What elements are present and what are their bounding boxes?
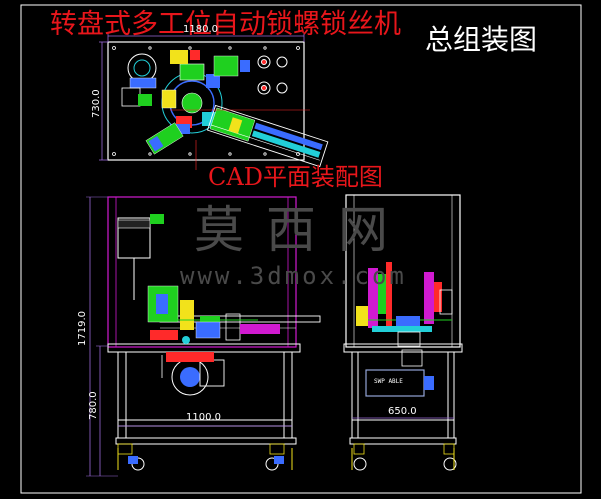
front-casters: [117, 443, 293, 471]
plan-screw-feeder-arm: [206, 104, 329, 168]
plan-reels: [257, 55, 288, 95]
side-casters: [351, 443, 457, 471]
front-mechanism: [147, 285, 280, 344]
front-enclosure-frame: [107, 196, 297, 348]
table-height-dimension: 780.0: [88, 391, 99, 420]
sheet-border: [20, 4, 582, 494]
watermark-brand: 莫西网: [194, 201, 410, 259]
plan-feeder-bowl: [121, 53, 157, 107]
front-tabletop: [107, 343, 301, 353]
front-width-dimension: 1100.0: [186, 412, 221, 423]
plan-depth-dimension: 730.0: [91, 89, 102, 118]
side-view: [343, 194, 463, 471]
plan-top-fixture: [170, 50, 250, 77]
side-mechanism: [356, 262, 453, 347]
front-height-dimension: 1719.0: [77, 311, 88, 346]
side-table-frame: [349, 352, 457, 445]
side-motor: [365, 349, 434, 397]
plan-width-dimension: 1180.0: [183, 24, 218, 35]
plan-mounting-holes: [112, 46, 300, 156]
plan-lower-fixture: [145, 122, 184, 155]
plan-view-label: CAD平面装配图: [208, 163, 383, 191]
watermark-url: www.3dmox.com: [180, 262, 407, 290]
assembly-drawing-label: 总组装图: [425, 23, 538, 56]
motor-tag-label: SWP ABLE: [374, 378, 403, 385]
side-enclosure-frame: [345, 194, 461, 348]
plan-view: [99, 33, 329, 170]
front-view: [86, 196, 321, 477]
side-width-dimension: 650.0: [388, 406, 417, 417]
plan-frame: [107, 41, 305, 161]
front-table-frame: [115, 352, 297, 445]
front-feeder-bowl: [117, 214, 164, 300]
side-tabletop: [343, 343, 463, 353]
front-motor: [161, 352, 225, 396]
main-title: 转盘式多工位自动锁螺锁丝机: [50, 9, 401, 40]
